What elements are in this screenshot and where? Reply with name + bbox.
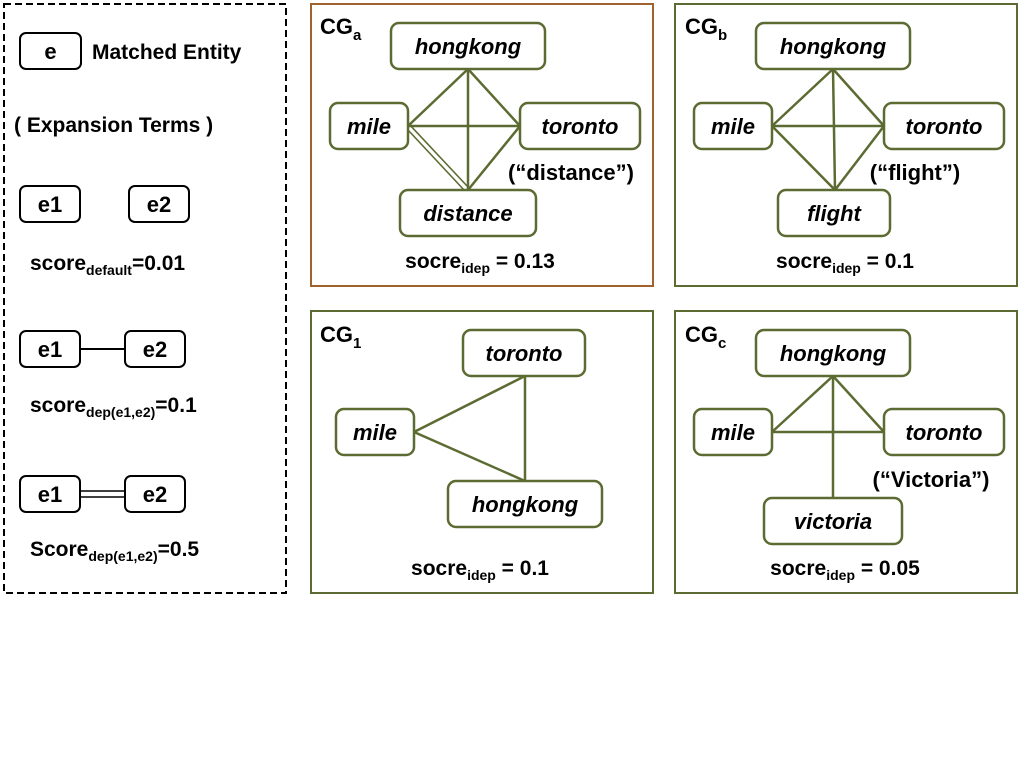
node-cga-toronto-label: toronto: [542, 114, 619, 139]
panel-cgb-score: socreidep = 0.1: [776, 250, 914, 276]
panel-cg1-score: socreidep = 0.1: [411, 557, 549, 583]
node-cgb-toronto-label: toronto: [906, 114, 983, 139]
panel-cgc-score: socreidep = 0.05: [770, 557, 920, 583]
double-e2-label: e2: [143, 482, 167, 507]
edge-mile-hongkong: [771, 375, 834, 433]
node-cga-mile: [328, 101, 410, 151]
panel-cga: CGa hongkong mile toronto (“distance”) d…: [310, 3, 654, 287]
single-e1-label: e1: [38, 337, 62, 362]
default-e1-box: [19, 185, 81, 223]
node-cgc-mile-label: mile: [711, 420, 755, 445]
score-default: scoredefault=0.01: [30, 252, 185, 278]
panel-cga-edges: [407, 68, 521, 192]
panel-cg1-title: CG1: [320, 322, 361, 352]
node-cgb-mile-label: mile: [711, 114, 755, 139]
edge-toronto-distance: [467, 125, 521, 191]
node-cg1-hongkong-label: hongkong: [472, 492, 579, 517]
panel-cgb-annotation: (“flight”): [870, 160, 960, 185]
legend-panel: e Matched Entity ( Expansion Terms ) e1 …: [3, 3, 287, 594]
node-cgc-victoria: [762, 496, 904, 546]
legend-border: [3, 3, 287, 594]
node-cg1-mile-label: mile: [353, 420, 397, 445]
panel-cgc-title: CGc: [685, 322, 726, 352]
panel-cgb-title: CGb: [685, 14, 727, 44]
edge-hongkong-toronto: [832, 375, 885, 433]
node-cg1-hongkong: [446, 479, 604, 529]
node-cga-distance: [398, 188, 538, 238]
panel-cgc-border: [674, 310, 1018, 594]
single-e2-label: e2: [143, 337, 167, 362]
node-cg1-toronto-label: toronto: [486, 341, 563, 366]
panel-cgb-edges: [771, 68, 885, 191]
edge-mile-flight: [771, 125, 836, 191]
panel-cgc-edges: [771, 375, 885, 498]
node-cgc-hongkong: [754, 328, 912, 378]
score-double-dep: Scoredep(e1,e2)=0.5: [30, 538, 199, 564]
node-cgb-flight-label: flight: [807, 201, 862, 226]
node-cgc-toronto: [882, 407, 1006, 457]
node-cga-mile-label: mile: [347, 114, 391, 139]
default-e2-box: [128, 185, 190, 223]
double-e1-box: [19, 475, 81, 513]
node-cgb-hongkong: [754, 21, 912, 71]
single-e1-box: [19, 330, 81, 368]
node-cga-toronto: [518, 101, 642, 151]
edge-mile-distance-b: [407, 129, 466, 192]
edge-hongkong-toronto: [467, 68, 521, 127]
panel-cga-annotation: (“distance”): [508, 160, 634, 185]
default-e2-label: e2: [147, 192, 171, 217]
edge-mile-toronto: [413, 374, 526, 434]
panel-cg1-edges: [413, 374, 527, 483]
edge-mile-distance-a: [407, 122, 469, 188]
node-cga-distance-label: distance: [423, 201, 512, 226]
default-e1-label: e1: [38, 192, 62, 217]
panel-cgb: CGb hongkong mile toronto (“flight”) fli…: [674, 3, 1018, 287]
panel-cgc: CGc hongkong mile toronto (“Victoria”) v…: [674, 310, 1018, 594]
edge-mile-hongkong: [771, 68, 834, 127]
node-cgc-toronto-label: toronto: [906, 420, 983, 445]
matched-entity-box-label: e: [44, 39, 56, 64]
node-cgb-mile: [692, 101, 774, 151]
panel-cga-border: [310, 3, 654, 287]
panel-cga-title: CGa: [320, 14, 362, 44]
edge-hongkong-toronto: [832, 68, 885, 127]
node-cgb-flight: [776, 188, 892, 238]
panel-cga-score: socreidep = 0.13: [405, 250, 555, 276]
edge-mile-hongkong: [407, 68, 469, 127]
node-cg1-mile: [334, 407, 416, 457]
panel-cg1: CG1 toronto mile hongkong socreidep = 0.…: [310, 310, 654, 594]
node-cgc-hongkong-label: hongkong: [780, 341, 887, 366]
edge-toronto-flight: [834, 125, 885, 191]
matched-entity-label: Matched Entity: [92, 41, 242, 64]
score-single-dep: scoredep(e1,e2)=0.1: [30, 394, 197, 420]
node-cgc-victoria-label: victoria: [794, 509, 872, 534]
node-cg1-toronto: [461, 328, 587, 378]
matched-entity-box: [19, 32, 82, 70]
edge-hongkong-flight: [831, 68, 837, 191]
expansion-terms-label: ( Expansion Terms ): [14, 114, 213, 137]
node-cgb-toronto: [882, 101, 1006, 151]
panel-cgc-annotation: (“Victoria”): [873, 467, 990, 492]
edge-mile-hongkong: [413, 430, 526, 483]
node-cga-hongkong: [389, 21, 547, 71]
double-e2-box: [124, 475, 186, 513]
panel-cgb-border: [674, 3, 1018, 287]
single-e2-box: [124, 330, 186, 368]
node-cgc-mile: [692, 407, 774, 457]
panel-cg1-border: [310, 310, 654, 594]
double-e1-label: e1: [38, 482, 62, 507]
node-cgb-hongkong-label: hongkong: [780, 34, 887, 59]
node-cga-hongkong-label: hongkong: [415, 34, 522, 59]
